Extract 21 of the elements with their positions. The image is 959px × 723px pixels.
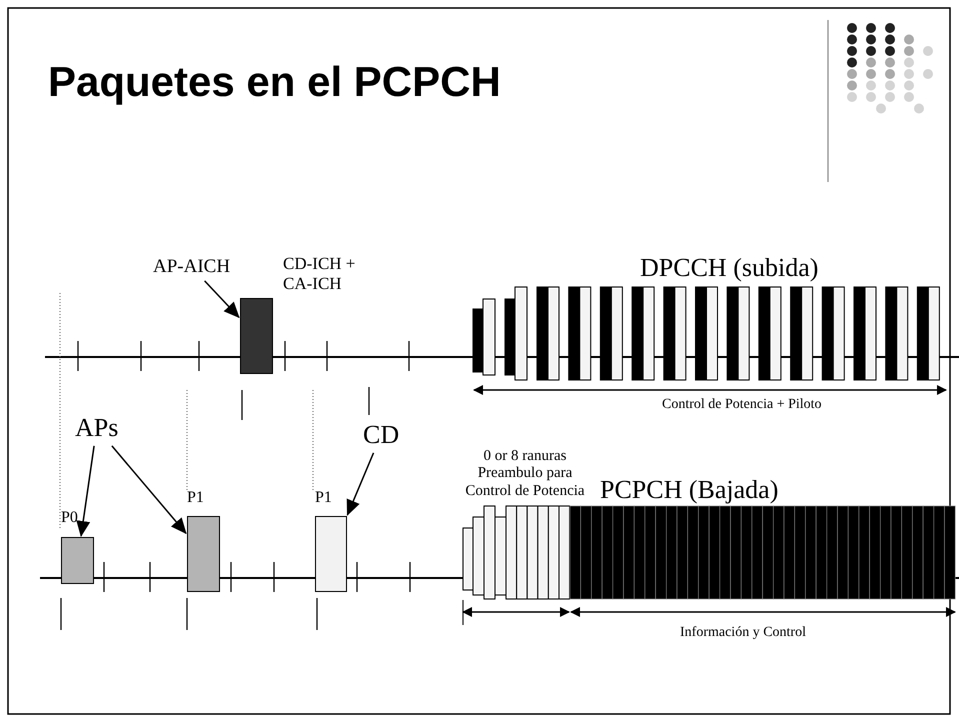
span-label: Información y Control bbox=[680, 626, 806, 640]
channel-label: CD-ICH + CA-ICH bbox=[283, 254, 356, 294]
block-label: P1 bbox=[315, 489, 332, 507]
preamble-note: 0 or 8 ranuras Preambulo para Control de Potencia bbox=[464, 448, 586, 500]
arrow bbox=[346, 452, 374, 516]
arrow bbox=[111, 445, 187, 534]
block-label: P1 bbox=[187, 489, 204, 507]
channel-title: DPCCH (subida) bbox=[640, 255, 818, 281]
packet-block bbox=[315, 516, 347, 592]
slide-title: Paquetes en el PCPCH bbox=[48, 58, 501, 106]
callout-text: AP-AICH bbox=[153, 256, 230, 278]
callout-text: APs bbox=[75, 413, 118, 443]
channel-title: PCPCH (Bajada) bbox=[600, 477, 778, 503]
arrow bbox=[76, 446, 95, 537]
packet-block bbox=[187, 516, 220, 592]
arrow bbox=[204, 280, 240, 318]
packet-block bbox=[240, 298, 273, 374]
span-label: Control de Potencia + Piloto bbox=[662, 398, 822, 412]
block-label: P0 bbox=[61, 509, 78, 527]
callout-text: CD bbox=[363, 420, 400, 450]
packet-block bbox=[61, 537, 94, 584]
